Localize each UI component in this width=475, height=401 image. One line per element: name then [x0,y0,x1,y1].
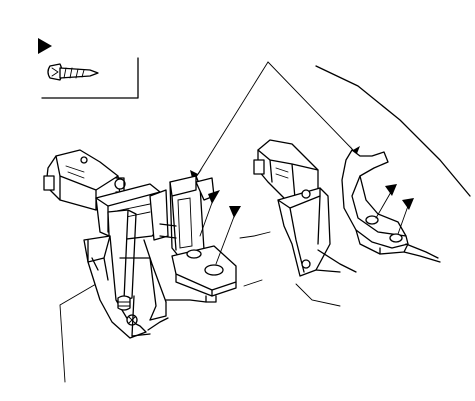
triangle-marker-icon [402,198,414,210]
center-mount [159,175,237,303]
triangle-marker-icon [385,184,397,196]
leader-line-upper [197,61,269,175]
right-sensor-housing [253,139,357,307]
left-bracket-assembly [43,149,169,339]
triangle-marker-icon [38,38,52,54]
tapping-screw-icon [47,63,99,81]
legend-box [38,38,139,99]
right-bracket [341,149,439,259]
triangle-marker-icon [229,206,241,218]
triangle-marker-icon [208,190,220,204]
arrow-markers [199,184,414,265]
frame-context [131,65,471,337]
